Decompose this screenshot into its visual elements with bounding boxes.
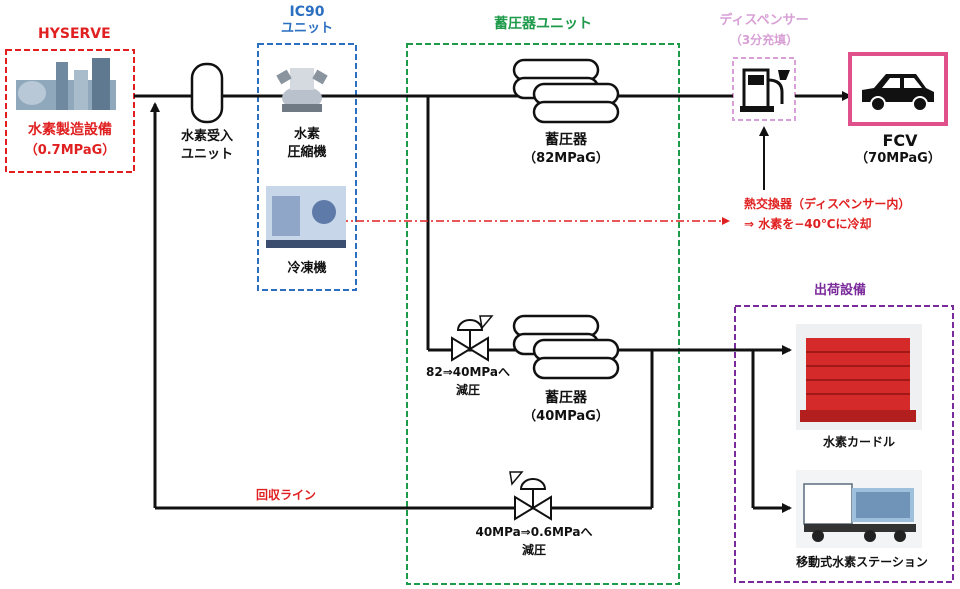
low-tank-label: 蓄圧器: [545, 390, 587, 406]
dispenser-subtitle: （3分充填）: [729, 33, 799, 47]
hyserve-box: [5, 49, 135, 173]
receiving-tank-icon: [190, 62, 224, 124]
high-pressure-tank-bundle: [512, 58, 620, 124]
valve1-label-line1: 82⇒40MPaへ: [426, 365, 510, 379]
fcv-label: FCV: [882, 131, 918, 150]
mobile-station-label: 移動式水素ステーション: [796, 555, 928, 569]
ic90-unit-box: [257, 43, 357, 291]
chiller-label: 冷凍機: [287, 261, 327, 276]
shipping-title: 出荷設備: [813, 283, 866, 298]
mobile-station-truck-image: [796, 470, 922, 548]
ic90-subtitle: ユニット: [280, 21, 333, 36]
hydrogen-production-label: 水素製造設備: [28, 122, 112, 138]
low-tank-pressure: （40MPaG）: [523, 409, 609, 424]
pressure-valve-icon: [509, 471, 552, 521]
hydrogen-production-icon: [16, 58, 116, 110]
compressor-label-line1: 水素: [293, 127, 320, 142]
return-line-label: 回収ライン: [256, 488, 317, 502]
hyserve-title: HYSERVE: [38, 26, 111, 42]
receiving-unit-label-line1: 水素受入: [180, 129, 233, 144]
fcv-pressure: （70MPaG）: [855, 151, 941, 166]
high-tank-label: 蓄圧器: [545, 132, 587, 148]
car-icon: [862, 74, 934, 112]
dispenser-box: [732, 57, 796, 121]
ic90-title: IC90: [289, 4, 325, 20]
shipping-box: [734, 305, 954, 583]
valve2-label-line1: 40MPa⇒0.6MPaへ: [475, 525, 593, 539]
storage-unit-box: [406, 43, 680, 585]
hyserve-pressure: （0.7MPaG）: [24, 143, 116, 158]
compressor-icon: [276, 68, 328, 112]
heat-exchanger-label-line1: 熱交換器（ディスペンサー内）: [744, 197, 911, 211]
fuel-pump-icon: [740, 68, 790, 112]
compressor-label-line2: 圧縮機: [287, 145, 327, 160]
storage-unit-title: 蓄圧器ユニット: [494, 16, 592, 32]
hydrogen-curdle-image: [796, 324, 922, 430]
heat-exchanger-label-line2: ⇒ 水素を−40℃に冷却: [744, 217, 872, 231]
receiving-unit-label-line2: ユニット: [180, 147, 233, 162]
valve2-label-line2: 減圧: [521, 543, 546, 557]
high-tank-pressure: （82MPaG）: [523, 151, 609, 166]
chiller-icon: [266, 186, 346, 248]
low-pressure-tank-bundle: [512, 314, 620, 380]
valve1-label-line2: 減圧: [455, 383, 480, 397]
dispenser-title: ディスペンサー: [719, 13, 809, 28]
pressure-valve-icon: [451, 315, 494, 362]
curdle-label: 水素カードル: [822, 435, 895, 449]
